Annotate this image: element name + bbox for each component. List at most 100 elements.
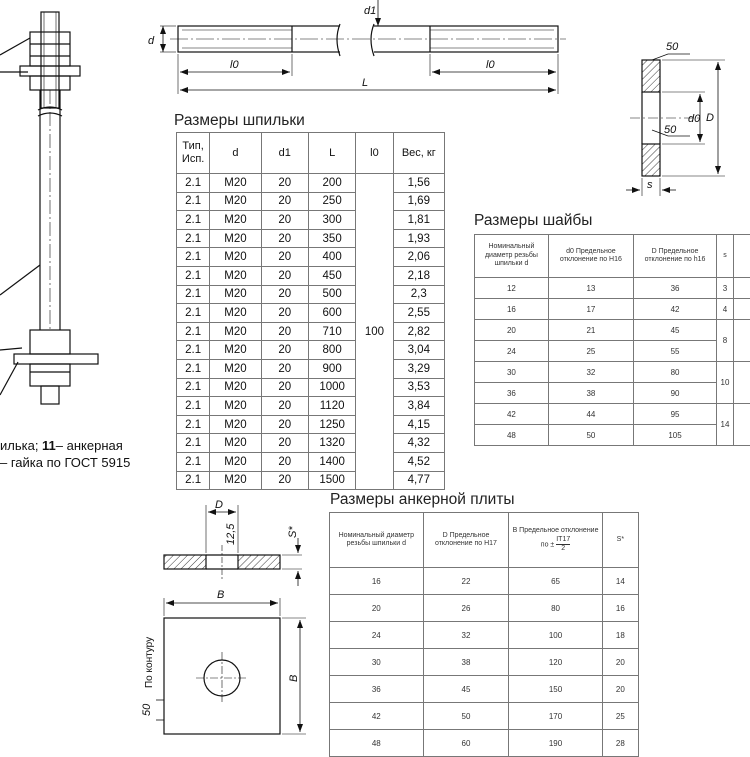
table-cell: 20 [330, 595, 424, 622]
table-cell: M20 [210, 211, 261, 230]
table-cell: 2.1 [177, 378, 210, 397]
table-cell: 2.1 [177, 248, 210, 267]
plate-table-title: Размеры анкерной плиты [330, 491, 515, 509]
dim-l0-right: l0 [486, 59, 495, 71]
table-cell: 1400 [308, 452, 355, 471]
dim-washer-50-bottom: 50 [664, 124, 677, 136]
table-cell: 42 [330, 703, 424, 730]
table-cell: M20 [210, 359, 261, 378]
plate-dimensions-table: Номинальный диаметр резьбы шпильки d D П… [329, 512, 639, 757]
table-cell: 2.1 [177, 211, 210, 230]
table-cell: 44 [548, 404, 633, 425]
table-cell: 36 [633, 278, 716, 299]
washer-dimensions-table: Номинальный диаметр резьбы шпильки d d0 … [474, 234, 750, 446]
table-cell: 400 [308, 248, 355, 267]
dim-l0-left: l0 [230, 59, 239, 71]
table-cell: 50 [548, 425, 633, 446]
table-cell: 450 [308, 266, 355, 285]
table-cell: 250 [308, 192, 355, 211]
table-cell: 500 [308, 285, 355, 304]
table-cell: 30 [475, 362, 549, 383]
col-header-D: D Предельное отклонение по H17 [423, 513, 509, 568]
table-cell: 20 [261, 471, 308, 490]
table-cell: 60 [423, 730, 509, 757]
s-group-cell: 10 [717, 362, 734, 404]
table-cell: 1120 [308, 397, 355, 416]
table-cell: 800 [308, 341, 355, 360]
table-cell: 20 [261, 285, 308, 304]
table-cell: 1,56 [393, 174, 444, 193]
table-cell: 38 [423, 649, 509, 676]
table-cell: 20 [261, 248, 308, 267]
table-cell: 3,53 [393, 378, 444, 397]
table-cell: 150 [509, 676, 602, 703]
table-cell: 2,06 [393, 248, 444, 267]
s-group-cell: 4 [717, 299, 734, 320]
table-cell: 2.1 [177, 434, 210, 453]
po-konturu-label: По контуру [144, 637, 155, 688]
table-cell: 20 [261, 192, 308, 211]
dim-L: L [362, 77, 368, 89]
table-cell: M20 [210, 452, 261, 471]
table-cell: 100 [509, 622, 602, 649]
table-cell: 22 [423, 568, 509, 595]
table-cell: M20 [210, 229, 261, 248]
table-cell: 2.1 [177, 471, 210, 490]
table-cell: 120 [509, 649, 602, 676]
table-cell: 12 [475, 278, 549, 299]
table-header-row: Тип, Исп. d d1 L l0 Вес, кг [177, 133, 445, 174]
table-cell: 3,84 [393, 397, 444, 416]
table-cell: 80 [633, 362, 716, 383]
table-cell: 2.1 [177, 266, 210, 285]
table-cell: 25 [548, 341, 633, 362]
col-header-thread-d: Номинальный диаметр резьбы шпильки d [330, 513, 424, 568]
table-cell: 42 [475, 404, 549, 425]
table-cell: 80 [509, 595, 602, 622]
dim-plate-S: S* [287, 526, 299, 538]
table-cell: 24 [330, 622, 424, 649]
table-cell: 3,29 [393, 359, 444, 378]
col-header-S: S* [602, 513, 638, 568]
figure-caption: илька; 11– анкерная – гайка по ГОСТ 5915 [0, 437, 130, 471]
table-cell: 4,32 [393, 434, 444, 453]
table-cell: 20 [261, 434, 308, 453]
col-header-d1: d1 [261, 133, 308, 174]
table-cell: 350 [308, 229, 355, 248]
dim-D-washer: D [706, 112, 714, 124]
table-cell: 600 [308, 304, 355, 323]
table-cell: M20 [210, 192, 261, 211]
table-cell: 36 [330, 676, 424, 703]
table-cell: 3,04 [393, 341, 444, 360]
table-cell: 28 [602, 730, 638, 757]
col-header-B: B Предельное отклонение по ± IT17 2 [509, 513, 602, 568]
table-cell: 42 [633, 299, 716, 320]
table-cell: 14 [602, 568, 638, 595]
table-cell: M20 [210, 304, 261, 323]
l0-merged-cell: 100 [356, 174, 393, 490]
table-cell: M20 [210, 285, 261, 304]
table-cell: 48 [330, 730, 424, 757]
caption-line-2: – гайка по ГОСТ 5915 [0, 454, 130, 471]
table-cell: 38 [548, 383, 633, 404]
table-cell: 30 [330, 649, 424, 676]
table-cell: 2.1 [177, 359, 210, 378]
s-group-cell: 3 [717, 278, 734, 299]
table-cell: 50 [423, 703, 509, 730]
table-cell: 2.1 [177, 415, 210, 434]
table-cell: 2,18 [393, 266, 444, 285]
table-cell: 2.1 [177, 229, 210, 248]
col-header-d: d [210, 133, 261, 174]
